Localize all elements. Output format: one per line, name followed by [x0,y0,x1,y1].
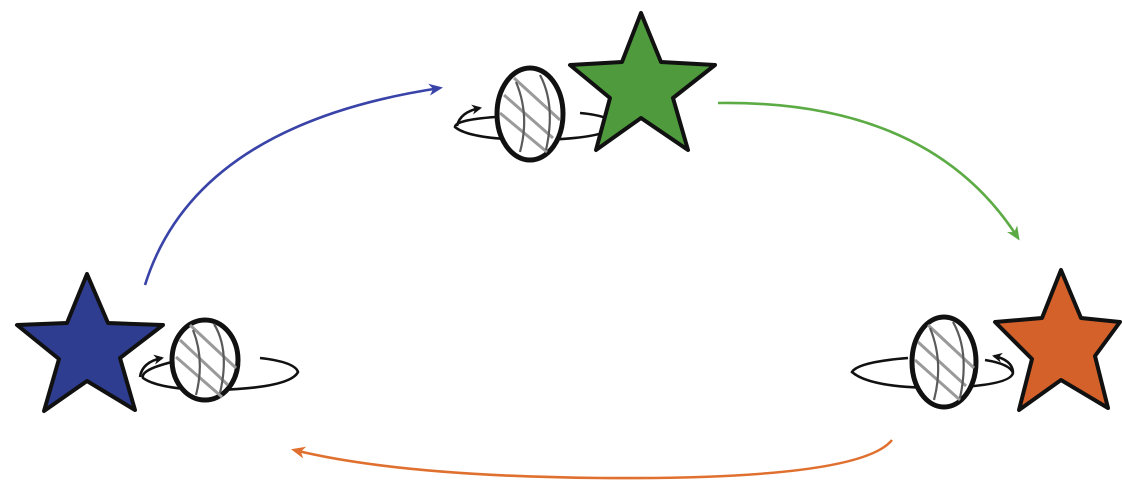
blue-star-icon [17,274,163,411]
spinning-planet-icon [140,320,298,400]
right-node [852,270,1120,410]
top-node [455,13,715,160]
left-node [17,274,298,411]
arrow-top-to-right [718,103,1018,238]
arrow-left-to-top [145,88,440,285]
arrow-right-to-left [294,440,892,478]
spinning-planet-icon [852,317,1013,407]
orange-star-icon [995,270,1120,410]
green-star-icon [570,13,715,150]
